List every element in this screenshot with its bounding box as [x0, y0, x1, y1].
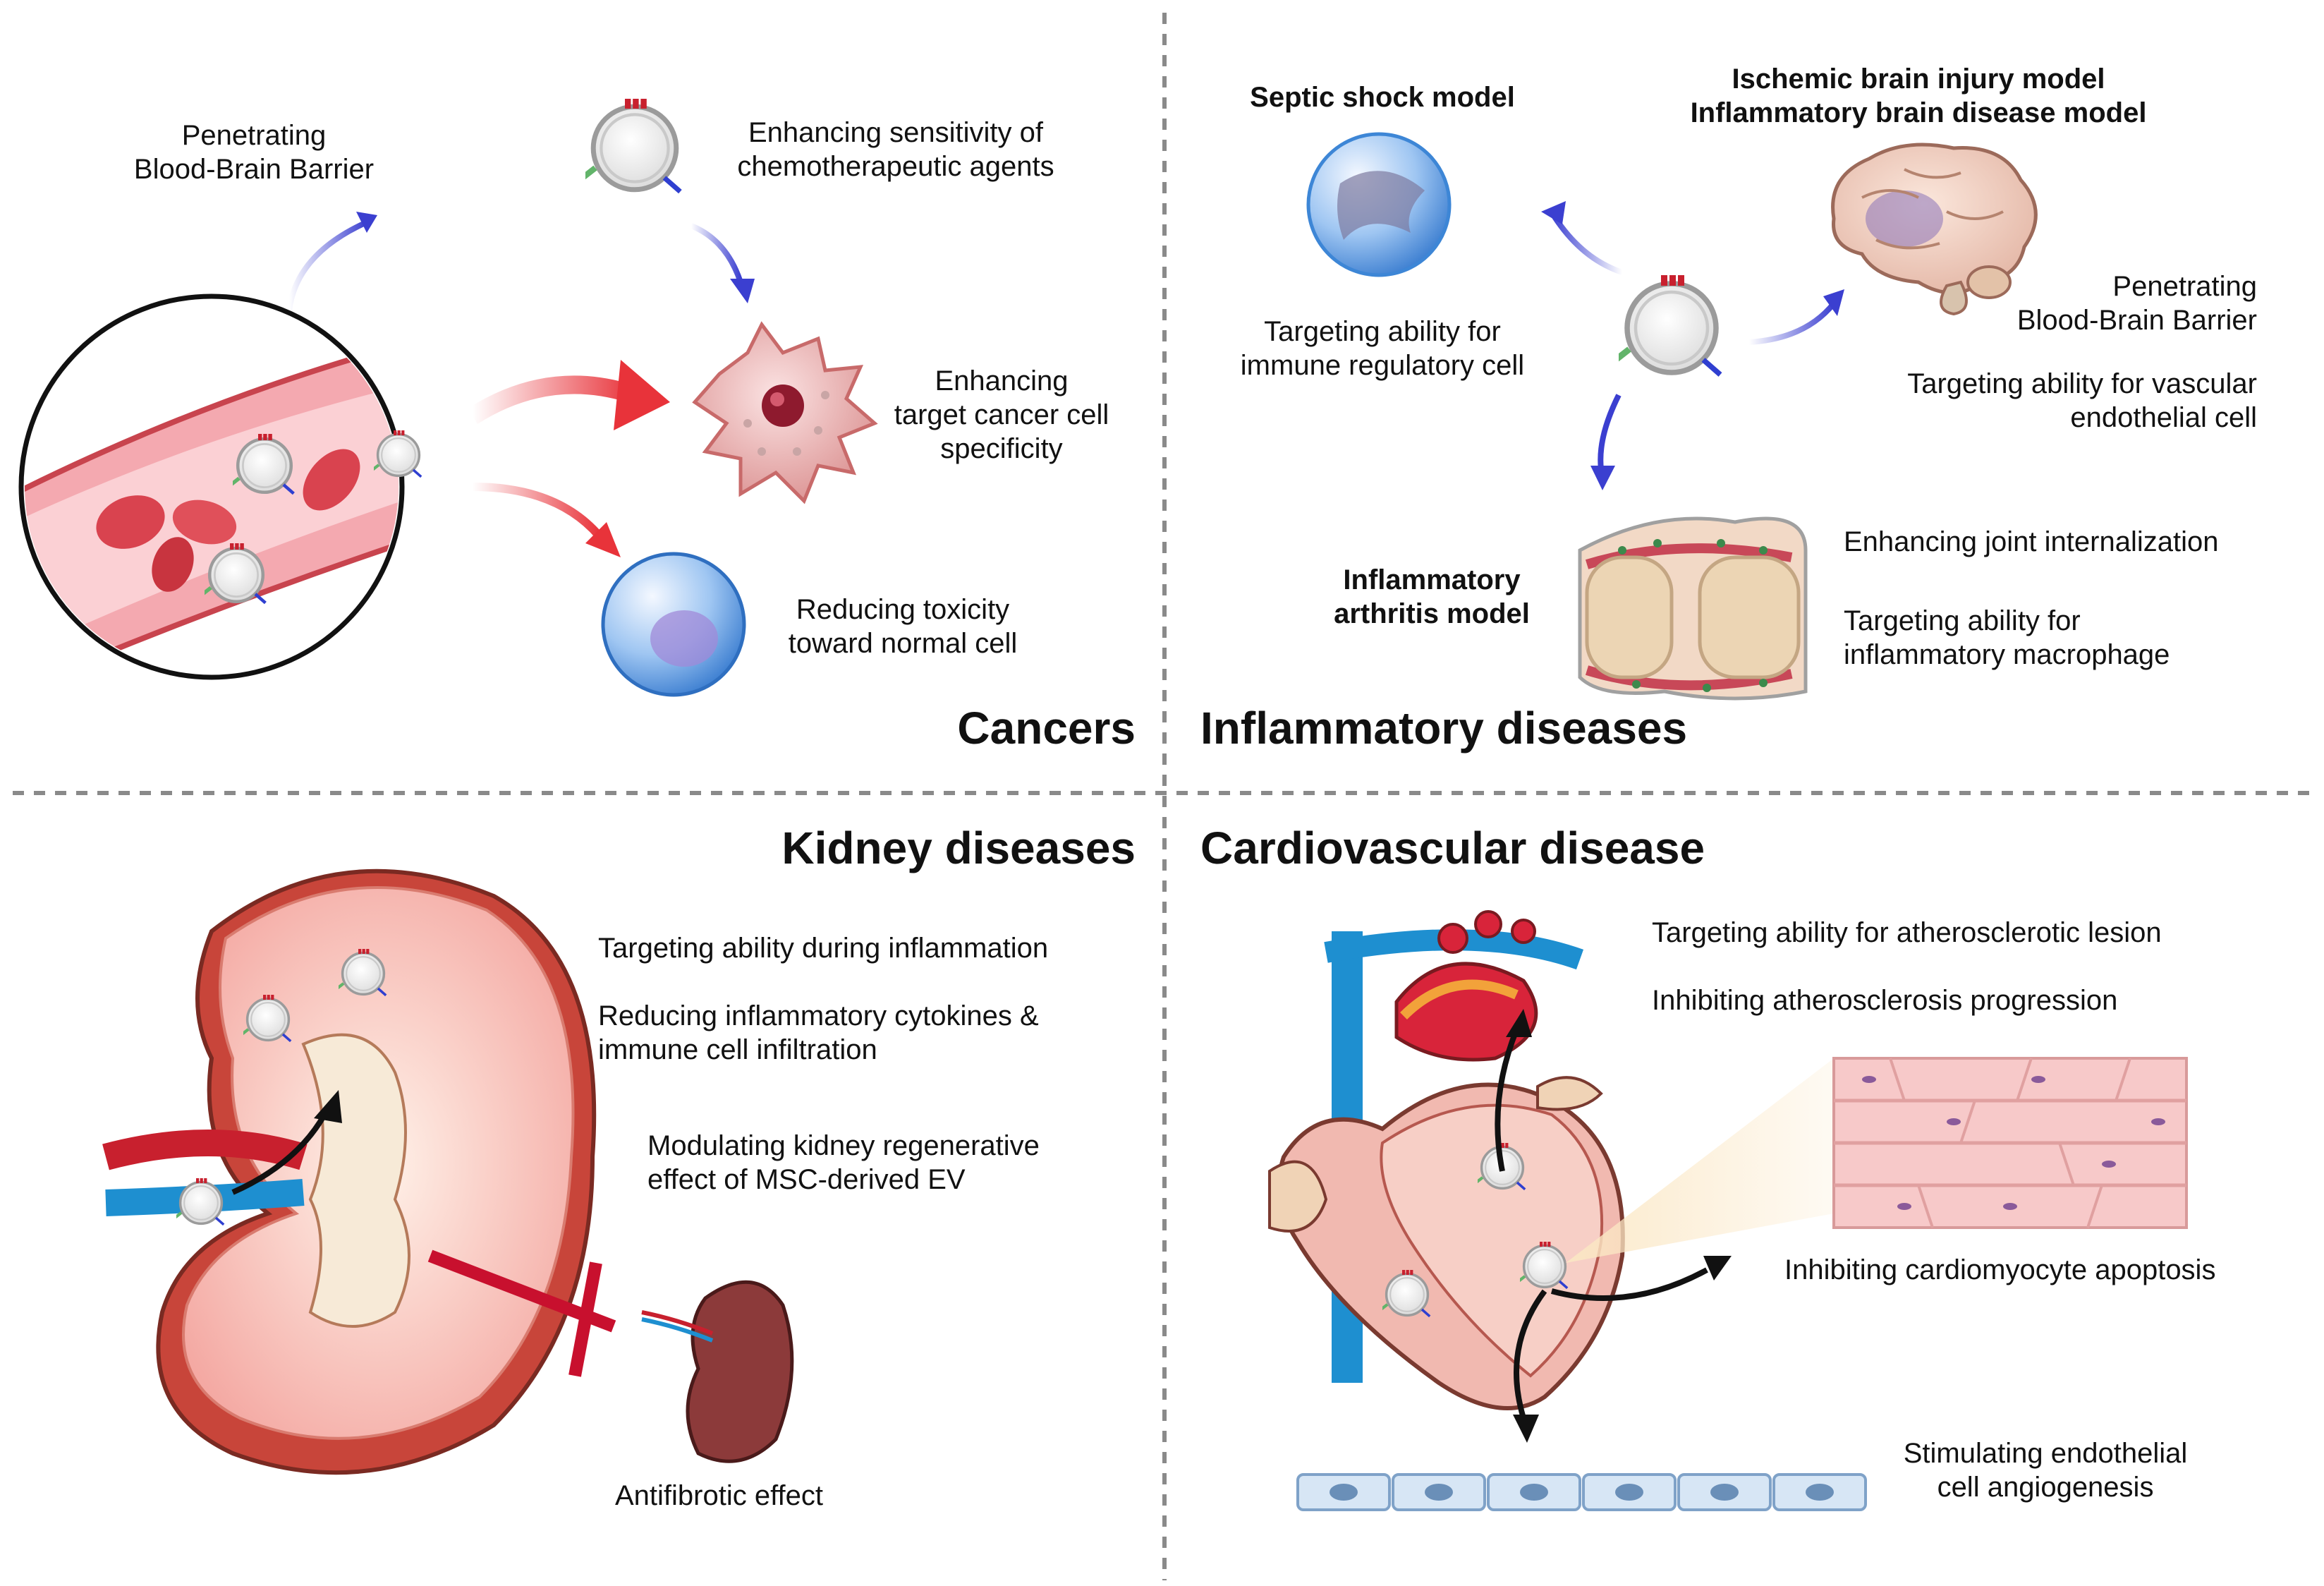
- arrow-heart-to-cardiomyocyte: [1550, 1267, 1708, 1301]
- label-kidney-inflammation: Targeting ability during inflammation: [598, 933, 1049, 964]
- label-cardiomyocyte-apoptosis: Inhibiting cardiomyocyte apoptosis: [1784, 1254, 2216, 1285]
- arrow-ev-to-brain: [1748, 301, 1837, 345]
- arrow-ev-to-brain-head: [1823, 289, 1844, 316]
- blood-vessel-icon: [18, 293, 423, 680]
- arrow-to-cancer-cell-head: [614, 360, 670, 430]
- label-septic-shock-model: Septic shock model: [1250, 82, 1515, 113]
- arrow-to-cancer-cell: [468, 375, 638, 424]
- arrow-ev-to-immune-head: [1541, 201, 1566, 224]
- arrow-heart-to-atherosclerosis-head: [1506, 1009, 1532, 1037]
- label-kidney-cytokines: Reducing inflammatory cytokines & immune…: [598, 1000, 1039, 1065]
- label-cancer-bbb: Penetrating Blood-Brain Barrier: [133, 120, 375, 185]
- label-joint-internalization: Enhancing joint internalization: [1844, 526, 2219, 557]
- label-reduce-toxicity: Reducing toxicity toward normal cell: [788, 594, 1018, 659]
- title-kidney-diseases: Kidney diseases: [781, 823, 1136, 873]
- arrow-to-normal-cell-head: [585, 522, 621, 557]
- label-immune-targeting: Targeting ability for immune regulatory …: [1240, 316, 1525, 381]
- label-arthritis-model: Inflammatory arthritis model: [1334, 564, 1530, 629]
- ev-icon-kidney-3: [172, 1175, 224, 1225]
- arrow-ev-to-cancer: [690, 223, 743, 284]
- label-chemo-sensitivity: Enhancing sensitivity of chemotherapeuti…: [737, 117, 1054, 182]
- title-inflammatory-diseases: Inflammatory diseases: [1200, 703, 1688, 753]
- fibrotic-tissue-icon: [641, 1280, 794, 1463]
- arrow-heart-to-endothelium-head: [1513, 1415, 1539, 1443]
- label-macrophage-targeting: Targeting ability for inflammatory macro…: [1844, 605, 2170, 670]
- brain-icon: [1831, 143, 2038, 316]
- label-vascular-targeting: Targeting ability for vascular endotheli…: [1907, 368, 2257, 433]
- joint-icon: [1578, 516, 1808, 701]
- normal-cell-icon: [601, 552, 746, 697]
- arrow-heart-to-cardiomyocyte-head: [1703, 1256, 1732, 1281]
- label-atherosclerosis-progression: Inhibiting atherosclerosis progression: [1652, 985, 2118, 1016]
- ev-icon-cancer: [578, 93, 681, 192]
- arrow-to-bbb-head: [356, 212, 377, 233]
- heart-icon: [1268, 910, 1625, 1410]
- arrow-heart-to-atherosclerosis: [1495, 1029, 1519, 1172]
- cardiomyocyte-tissue-icon: [1832, 1057, 2188, 1229]
- arrow-ev-to-cancer-head: [730, 279, 755, 303]
- arrow-to-bbb: [286, 219, 368, 311]
- arrow-ev-to-joint-head: [1590, 466, 1615, 490]
- arrow-ev-to-immune: [1549, 210, 1624, 275]
- cancer-cell-icon: [692, 321, 878, 504]
- arrow-heart-to-endothelium: [1514, 1289, 1547, 1419]
- ev-icon-inflammatory: [1610, 269, 1720, 375]
- label-inflammatory-bbb: Penetrating Blood-Brain Barrier: [2016, 271, 2257, 336]
- inhibition-symbol: [427, 1249, 616, 1377]
- immune-cell-icon: [1306, 132, 1452, 277]
- label-antifibrotic: Antifibrotic effect: [615, 1480, 823, 1511]
- label-brain-models: Ischemic brain injury model Inflammatory…: [1690, 63, 2147, 128]
- label-atherosclerotic-lesion: Targeting ability for atherosclerotic le…: [1652, 917, 2162, 948]
- label-cancer-specificity: Enhancing target cancer cell specificity: [894, 365, 1109, 464]
- zoom-beam: [1566, 1058, 1834, 1263]
- label-kidney-regenerative: Modulating kidney regenerative effect of…: [647, 1130, 1040, 1195]
- label-endothelial-angiogenesis: Stimulating endothelial cell angiogenesi…: [1903, 1438, 2188, 1503]
- arrow-ev-to-joint: [1598, 394, 1622, 470]
- arrow-to-normal-cell: [472, 483, 603, 539]
- title-cancers: Cancers: [957, 703, 1136, 753]
- title-cardiovascular-disease: Cardiovascular disease: [1200, 823, 1705, 873]
- endothelial-cell-layer-icon: [1296, 1473, 1867, 1511]
